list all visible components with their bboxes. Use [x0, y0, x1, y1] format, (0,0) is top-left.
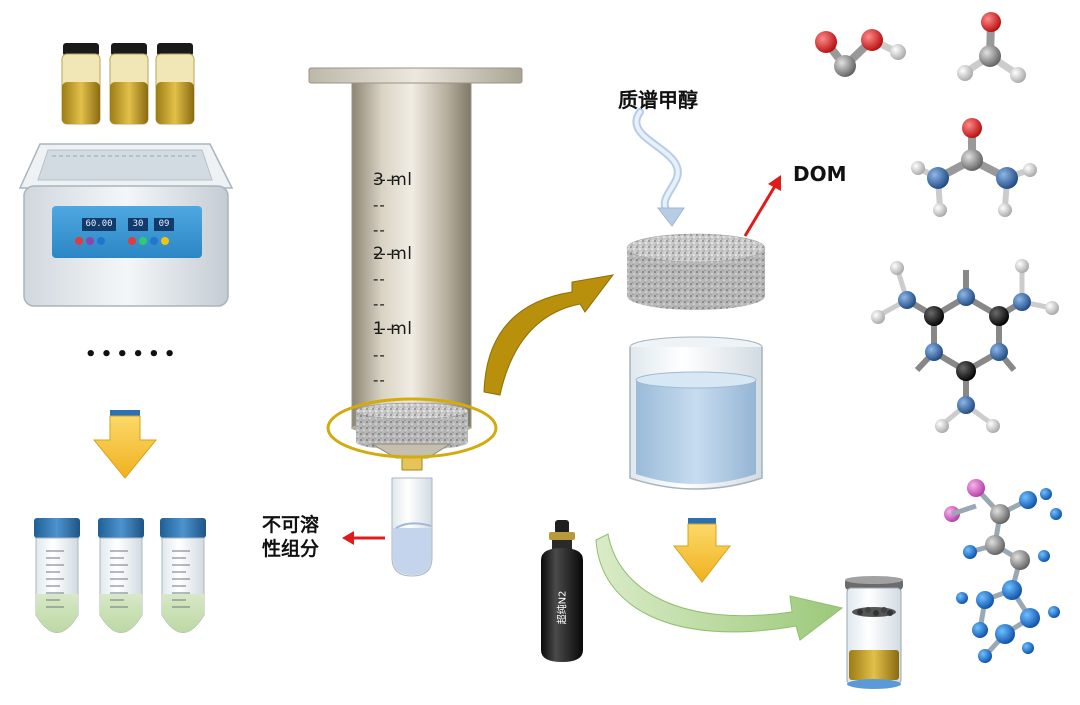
graduation-label: 3 ml	[373, 170, 413, 190]
n2-bottle-label: 超纯N2	[554, 578, 569, 638]
sample-vial	[845, 576, 903, 689]
curved-arrow-icon	[484, 275, 613, 395]
graduation-tick: --	[373, 346, 386, 364]
insoluble-label-line2: 性组分	[262, 537, 319, 561]
centrifuge-tube	[160, 518, 206, 633]
amber-vials	[62, 43, 194, 124]
bath-display-time: 30	[128, 218, 148, 231]
graduation-tick: --	[373, 270, 386, 288]
down-arrow-icon	[94, 410, 156, 478]
ellipsis-dots: • • • • • •	[85, 344, 174, 365]
graduation-tick: --	[373, 371, 386, 389]
bath-display-temp: 60.00	[82, 218, 116, 231]
graduation-label: 2 ml	[373, 244, 413, 264]
graduation-tick: --	[373, 196, 386, 214]
molecule-urea	[911, 118, 1037, 217]
red-arrow-icon	[745, 175, 781, 236]
vial	[62, 43, 100, 124]
methanol-label: 质谱甲醇	[618, 84, 698, 113]
dom-label: DOM	[793, 162, 847, 186]
insoluble-label-line1: 不可溶	[262, 513, 319, 537]
vial	[110, 43, 148, 124]
beaker	[630, 337, 762, 489]
graduation-tick: --	[373, 295, 386, 313]
red-arrow-icon	[342, 531, 385, 545]
molecule-formic-acid	[815, 29, 906, 77]
molecule-melamine	[871, 259, 1059, 433]
bath-display-power: 09	[154, 218, 174, 231]
collection-tube	[392, 478, 432, 576]
wavy-arrow-icon	[636, 112, 684, 226]
spe-column	[309, 68, 522, 470]
conical-tubes	[34, 518, 206, 633]
control-panel	[52, 206, 202, 258]
porous-disc	[627, 234, 765, 310]
centrifuge-tube	[98, 518, 144, 633]
centrifuge-tube	[34, 518, 80, 633]
down-arrow-icon	[674, 518, 730, 582]
molecule-formaldehyde	[957, 12, 1026, 83]
graduation-tick: --	[373, 221, 386, 239]
vial	[156, 43, 194, 124]
graduation-label: 1 ml	[373, 319, 413, 339]
insoluble-label: 不可溶 性组分	[262, 513, 319, 561]
molecule-organic	[944, 479, 1062, 663]
ultrasonic-bath	[20, 144, 232, 306]
